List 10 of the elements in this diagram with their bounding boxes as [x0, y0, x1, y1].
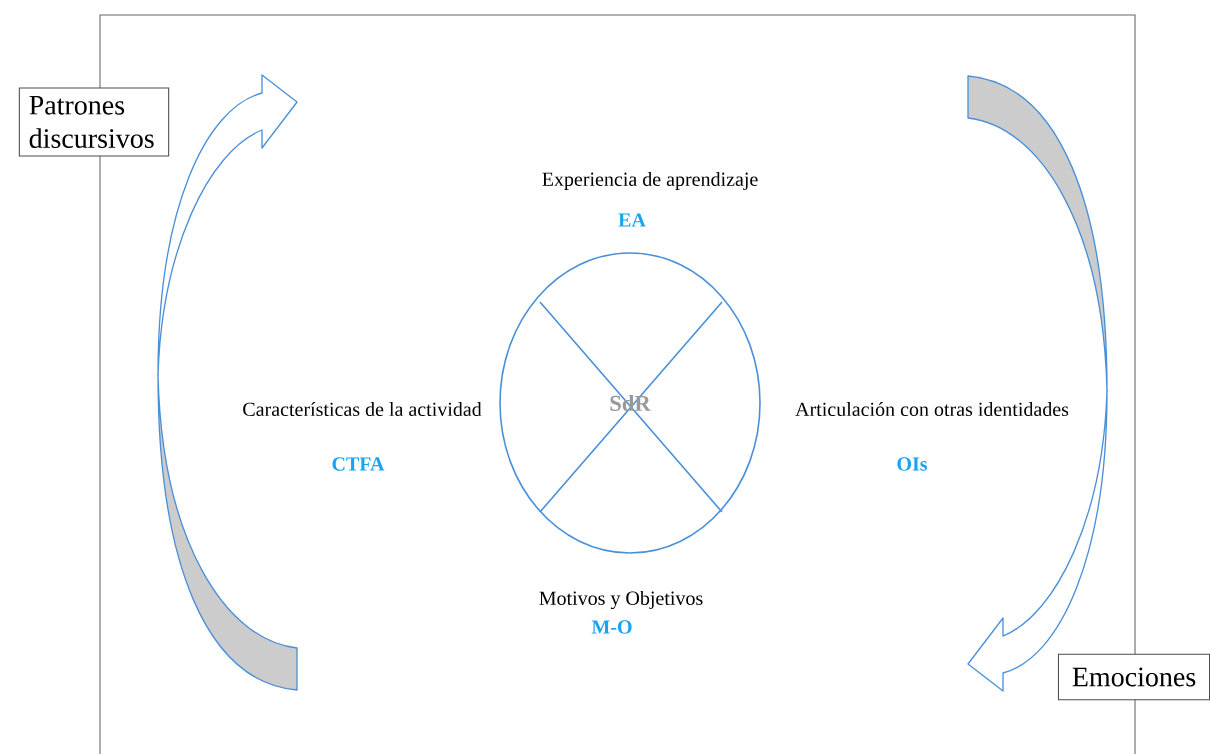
abbreviation-label: CTFA	[332, 457, 385, 471]
text-box: Emociones	[1057, 653, 1210, 701]
label-text: Características de la actividad	[243, 401, 482, 417]
label-text: Articulación con otras identidades	[795, 401, 1069, 417]
abbreviation-label: M-O	[591, 620, 632, 634]
text-box: Patrones discursivos	[18, 87, 170, 157]
abbreviation-label: EA	[618, 213, 646, 227]
abbreviation-label: OIs	[897, 457, 928, 471]
label-text: Experiencia de aprendizaje	[542, 171, 758, 191]
label-text: Motivos y Objetivos	[539, 590, 703, 610]
